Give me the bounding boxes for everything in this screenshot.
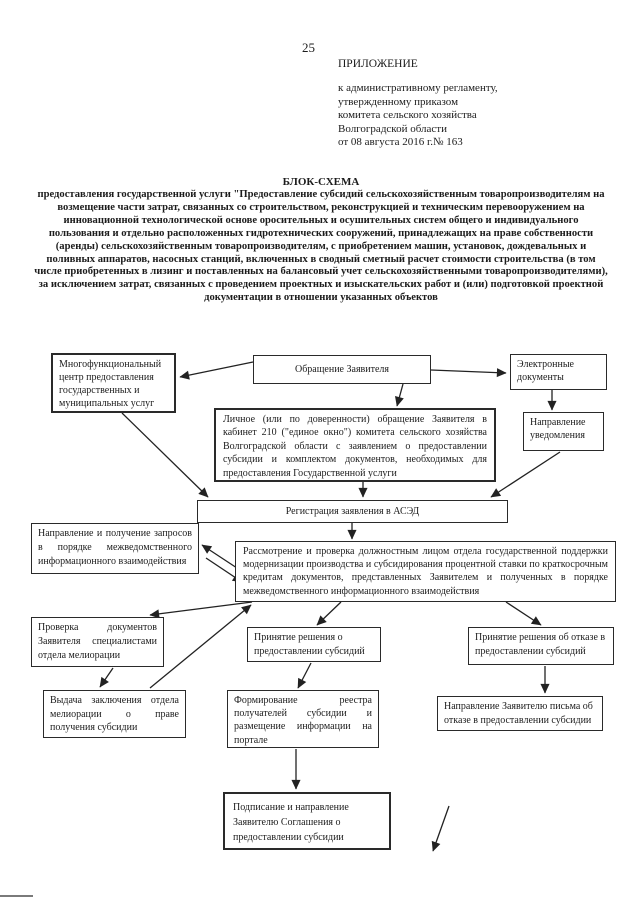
stray-arrow-mark xyxy=(431,805,450,852)
arrow-grant-decision-to-registry xyxy=(297,662,312,689)
node-electronic-documents: Электронные документы xyxy=(510,354,607,390)
node-mfc: Многофункциональный центр предоставления… xyxy=(51,353,176,413)
arrow-review-to-grant-decision xyxy=(316,601,342,626)
arrow-mfc-to-registration xyxy=(121,412,209,498)
scan-edge-mark xyxy=(0,895,33,897)
arrow-appeal-to-mfc xyxy=(179,361,254,380)
node-registration: Регистрация заявления в АСЭД xyxy=(197,500,508,523)
node-melioration-check: Проверка документов Заявителя специалист… xyxy=(31,617,164,667)
arrow-appeal-to-edocs xyxy=(430,368,507,378)
arrow-review-to-refusal-decision xyxy=(505,601,542,626)
appendix-details: к административному регламенту, утвержде… xyxy=(338,82,498,148)
node-interagency-requests: Направление и получение запросов в поряд… xyxy=(31,523,199,574)
node-refusal-decision: Принятие решения об отказе в предоставле… xyxy=(468,627,614,665)
node-review: Рассмотрение и проверка должностным лицо… xyxy=(235,541,616,602)
flowchart-title-heading: БЛОК-СХЕМА xyxy=(282,176,360,188)
node-registry: Формирование реестра получателей субсиди… xyxy=(227,690,379,748)
page-number: 25 xyxy=(302,40,315,55)
arrow-review-to-melioration-check xyxy=(149,601,253,619)
node-grant-decision: Принятие решения о предоставлении субсид… xyxy=(247,627,381,662)
arrow-appeal-to-personal xyxy=(395,383,404,407)
flowchart-title-body: предоставления государственной услуги "П… xyxy=(34,189,608,304)
arrow-review-to-interagency xyxy=(201,544,241,571)
node-appeal: Обращение Заявителя xyxy=(253,355,431,384)
appendix-label: ПРИЛОЖЕНИЕ xyxy=(338,58,418,70)
node-melioration-conclusion: Выдача заключения отдела мелиорации о пр… xyxy=(43,690,186,738)
node-notification: Направление уведомления xyxy=(523,412,604,451)
arrow-melioration-check-to-conclusion xyxy=(99,667,114,688)
node-agreement: Подписание и направление Заявителю Согла… xyxy=(223,792,391,850)
node-personal-appeal: Личное (или по доверенности) обращение З… xyxy=(214,408,496,482)
arrow-notification-to-registration xyxy=(490,451,561,498)
node-refusal-letter: Направление Заявителю письма об отказе в… xyxy=(437,696,603,731)
arrow-conclusion-to-review xyxy=(149,604,252,689)
